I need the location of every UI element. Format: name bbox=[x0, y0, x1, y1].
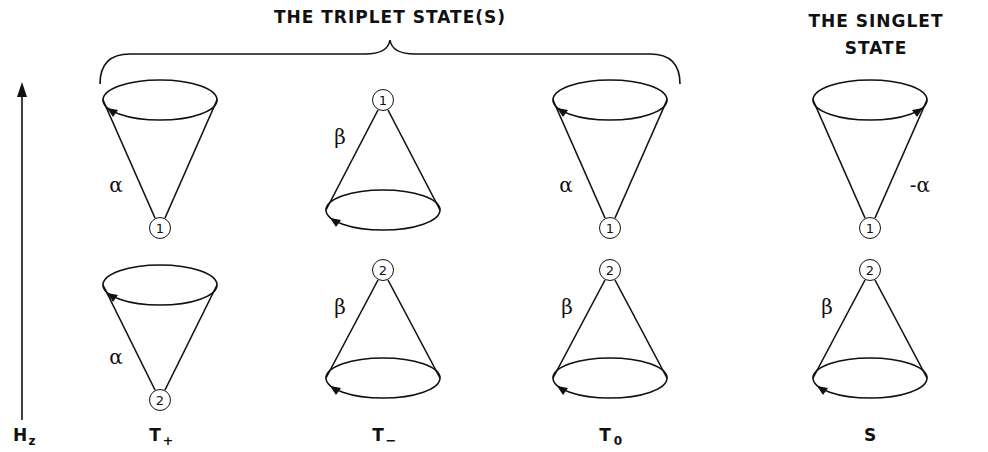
spin-label: β bbox=[561, 296, 573, 319]
electron-number: 2 bbox=[156, 394, 164, 407]
precession-ellipse bbox=[553, 80, 667, 120]
precession-arrowhead bbox=[557, 108, 568, 117]
spin-circle: 2 bbox=[149, 389, 171, 411]
cone-line bbox=[165, 285, 217, 390]
spin-label: β bbox=[334, 126, 346, 149]
electron-number: 2 bbox=[379, 264, 387, 277]
cone-line bbox=[103, 285, 155, 390]
cone-line bbox=[326, 280, 378, 378]
state-subscript: 0 bbox=[614, 435, 622, 449]
precession-ellipse bbox=[813, 358, 927, 398]
precession-ellipse bbox=[326, 358, 440, 398]
spin-circle: 1 bbox=[372, 89, 394, 111]
electron-number: 1 bbox=[156, 222, 164, 235]
spin-label: α bbox=[559, 174, 573, 197]
precession-arrowhead bbox=[330, 218, 341, 227]
cone-line bbox=[875, 100, 927, 218]
axis-subscript: z bbox=[29, 435, 36, 449]
state-subscript: + bbox=[163, 434, 174, 449]
electron-number: 1 bbox=[379, 94, 387, 107]
precession-arrowhead bbox=[107, 108, 118, 117]
spin-circle: 2 bbox=[372, 259, 394, 281]
precession-ellipse bbox=[553, 358, 667, 398]
electron-number: 2 bbox=[606, 264, 614, 277]
spin-label: -α bbox=[910, 174, 930, 197]
electron-number: 1 bbox=[606, 222, 614, 235]
state-label: T bbox=[372, 426, 384, 446]
precession-arrowhead bbox=[330, 386, 341, 395]
electron-number: 1 bbox=[866, 222, 874, 235]
precession-ellipse bbox=[326, 190, 440, 230]
cone-line bbox=[813, 100, 865, 218]
spin-label: β bbox=[334, 296, 346, 319]
group-brace bbox=[100, 40, 680, 84]
state-label: T bbox=[149, 426, 161, 446]
precession-ellipse bbox=[103, 265, 217, 305]
group-heading: THE SINGLET STATE bbox=[801, 8, 951, 62]
state-label: T bbox=[599, 426, 611, 446]
cone-line bbox=[388, 110, 440, 210]
precession-arrowhead bbox=[557, 386, 568, 395]
cone-line bbox=[875, 280, 927, 378]
cone-line bbox=[813, 280, 865, 378]
state-label: S bbox=[864, 426, 876, 446]
precession-arrowhead bbox=[107, 293, 118, 302]
spin-circle: 1 bbox=[859, 217, 881, 239]
electron-number: 2 bbox=[866, 264, 874, 277]
spin-circle: 1 bbox=[599, 217, 621, 239]
spin-label: α bbox=[109, 174, 123, 197]
precession-ellipse bbox=[813, 80, 927, 120]
cone-line bbox=[615, 280, 667, 378]
spin-circle: 1 bbox=[149, 217, 171, 239]
cone-line bbox=[326, 110, 378, 210]
spin-circle: 2 bbox=[859, 259, 881, 281]
axis-arrowhead bbox=[17, 82, 27, 97]
spin-circle: 2 bbox=[599, 259, 621, 281]
field-axis bbox=[21, 94, 23, 420]
precession-arrowhead bbox=[817, 386, 828, 395]
precession-arrowhead bbox=[912, 108, 923, 117]
cone-line bbox=[615, 100, 667, 218]
cone-line bbox=[388, 280, 440, 378]
spin-label: α bbox=[109, 346, 123, 369]
cone-line bbox=[553, 100, 605, 218]
cone-line bbox=[103, 100, 155, 218]
group-heading: THE TRIPLET STATE(S) bbox=[274, 8, 506, 28]
cone-line bbox=[165, 100, 217, 218]
axis-label: H bbox=[13, 426, 27, 446]
cone-line bbox=[553, 280, 605, 378]
spin-label: β bbox=[821, 296, 833, 319]
state-subscript: − bbox=[386, 434, 397, 449]
precession-ellipse bbox=[103, 80, 217, 120]
